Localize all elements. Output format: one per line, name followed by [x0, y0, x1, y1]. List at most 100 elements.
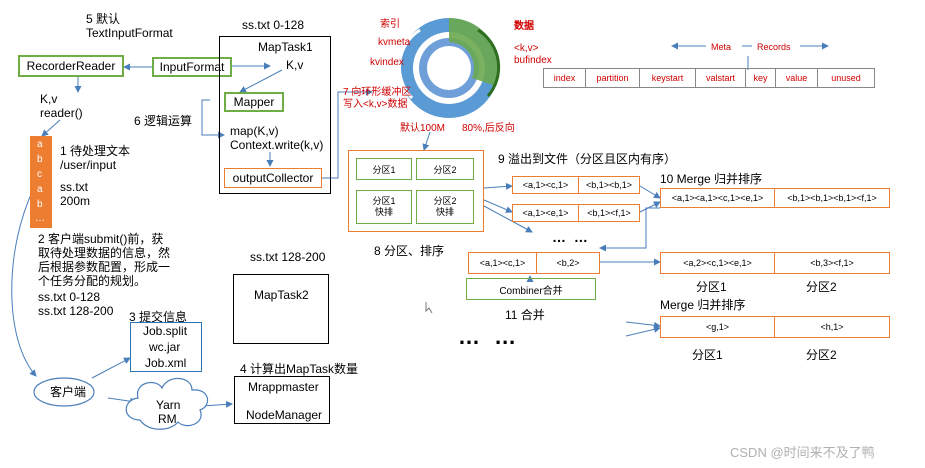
step2-split2: ss.txt 128-200 [38, 304, 114, 318]
input-format-box: InputFormat [152, 57, 232, 77]
nodemanager-label: NodeManager [246, 408, 323, 422]
context-write: Context.write(k,v) [230, 138, 324, 152]
app-master-box [234, 376, 330, 424]
input-file-column: a b c a b … [30, 136, 52, 228]
yarn-cloud-icon [125, 377, 209, 430]
meta-field: index [544, 69, 586, 87]
partition-label-b: 分区2 [806, 280, 837, 294]
mapper-box: Mapper [224, 92, 284, 112]
rm-label: RM [158, 412, 177, 426]
step2-line: 取待处理数据的信息，然 [38, 246, 171, 260]
reader-fn-label: reader() [40, 106, 83, 120]
job-file: Job.xml [145, 356, 187, 370]
combined-cell: <a,2><c,1><e,1> [661, 253, 775, 273]
job-file: Job.split [143, 324, 188, 338]
ring-bufindex-label: bufindex [514, 55, 552, 66]
maptask2-box [233, 274, 329, 344]
spill-file-2: <a,1><e,1> <b,1><f,1> [512, 204, 640, 222]
step2-split1: ss.txt 0-128 [38, 290, 101, 304]
ring-default-label: 默认100M [400, 123, 446, 134]
combine-cell: <a,1><c,1> [469, 253, 537, 273]
ring-data-label: 数据 [514, 21, 534, 32]
yarn-label: Yarn [156, 398, 181, 412]
file-letter: a [37, 184, 43, 195]
spill-cell: <a,1><c,1> [513, 177, 579, 193]
map-call: map(K,v) [230, 124, 279, 138]
maptask1-kv: K,v [286, 58, 304, 72]
meta-label: Meta [711, 42, 732, 52]
merge2-row: <g,1> <h,1> [660, 316, 890, 338]
step5-title: 5 默认 [86, 12, 121, 26]
spill-cell: <b,1><f,1> [587, 208, 631, 218]
meta-field: valstart [696, 69, 746, 87]
ring-kvmeta-label: kvmeta [378, 37, 411, 48]
recorder-reader-box: RecorderReader [18, 55, 124, 77]
merge10-row: <a,1><a,1><c,1><e,1> <b,1><b,1><b,1><f,1… [660, 188, 890, 208]
step1-path: /user/input [60, 158, 117, 172]
file-letter: b [37, 199, 43, 210]
step2-line: 后根据参数配置，形成一 [38, 260, 171, 274]
ring-reverse-label: 80%,后反向 [462, 123, 515, 134]
ring-kv-label: <k,v> [514, 43, 539, 54]
partition-2: 分区2 [416, 158, 474, 180]
maptask1-title: MapTask1 [258, 40, 313, 54]
record-field: unused [831, 73, 861, 83]
partition-1-sort: 分区1 快排 [356, 190, 412, 224]
ring-index-label: 索引 [380, 19, 400, 30]
record-field: key [746, 69, 776, 87]
file-letter: a [37, 139, 43, 150]
partition-block [348, 150, 484, 232]
partition-2-sort: 分区2 快排 [416, 190, 474, 224]
output-collector-box: outputCollector [224, 168, 322, 188]
meta-field: keystart [640, 69, 696, 87]
ring-buffer [398, 17, 501, 118]
spill-cell: <a,1><e,1> [513, 205, 579, 221]
step1-file: ss.txt [60, 180, 89, 194]
file-letter: c [37, 169, 42, 180]
meta-records-table: index partition keystart valstart key va… [543, 68, 875, 88]
step2-line: 2 客户端submit()前，获 [38, 232, 164, 246]
combined-output-row: <a,2><c,1><e,1> <b,3><f,1> [660, 252, 890, 274]
step1-title: 1 待处理文本 [60, 144, 131, 158]
partition-1: 分区1 [356, 158, 412, 180]
step10-label: 10 Merge 归并排序 [660, 172, 763, 186]
records-label: Records [757, 42, 791, 52]
file-letter: b [37, 154, 43, 165]
merge2-cell: <g,1> [661, 317, 775, 337]
step7-line2: 写入<k,v>数据 [343, 99, 408, 110]
split2-label: ss.txt 128-200 [250, 250, 326, 264]
merge10-cell: <b,1><b,1><b,1><f,1> [787, 193, 877, 203]
combined-cell: <b,3><f,1> [810, 258, 854, 268]
job-file: wc.jar [149, 340, 181, 354]
step4-label: 4 计算出MapTask数量 [240, 362, 359, 376]
combine-input-row: <a,1><c,1> <b,2> [468, 252, 600, 274]
job-files-box [130, 322, 202, 372]
combiner-box: Combiner合并 [466, 278, 596, 300]
mrappmaster-label: Mrappmaster [248, 380, 319, 394]
step11-label: 11 合并 [505, 308, 545, 322]
step9-label: 9 溢出到文件（分区且区内有序） [498, 152, 677, 166]
record-field: value [776, 69, 818, 87]
maptask2-title: MapTask2 [254, 288, 309, 302]
step2-line: 个任务分配的规划。 [38, 274, 147, 288]
merge2-cell: <h,1> [820, 322, 844, 332]
step5-subtitle: TextInputFormat [86, 26, 173, 40]
step6-label: 6 逻辑运算 [134, 114, 193, 128]
combine-cell: <b,2> [556, 258, 580, 268]
maptask1-box [219, 36, 331, 194]
step7-line1: 7 向环形缓冲区 [343, 87, 412, 98]
ring-kvindex-label: kvindex [370, 57, 404, 68]
step8-label: 8 分区、排序 [374, 244, 445, 258]
more-maptasks-dots: … … [458, 324, 521, 349]
spill-more-dots: … … [552, 229, 590, 245]
partition-label-c: 分区1 [692, 348, 723, 362]
file-letter: … [35, 213, 45, 224]
split1-label: ss.txt 0-128 [242, 18, 305, 32]
merge10-cell: <a,1><a,1><c,1><e,1> [661, 189, 775, 207]
watermark: CSDN @时间来不及了鸭 [730, 445, 875, 460]
step3-label: 3 提交信息 [129, 310, 188, 324]
step1-size: 200m [60, 194, 91, 208]
reader-kv-label: K,v [40, 92, 58, 106]
meta-field: partition [586, 69, 640, 87]
